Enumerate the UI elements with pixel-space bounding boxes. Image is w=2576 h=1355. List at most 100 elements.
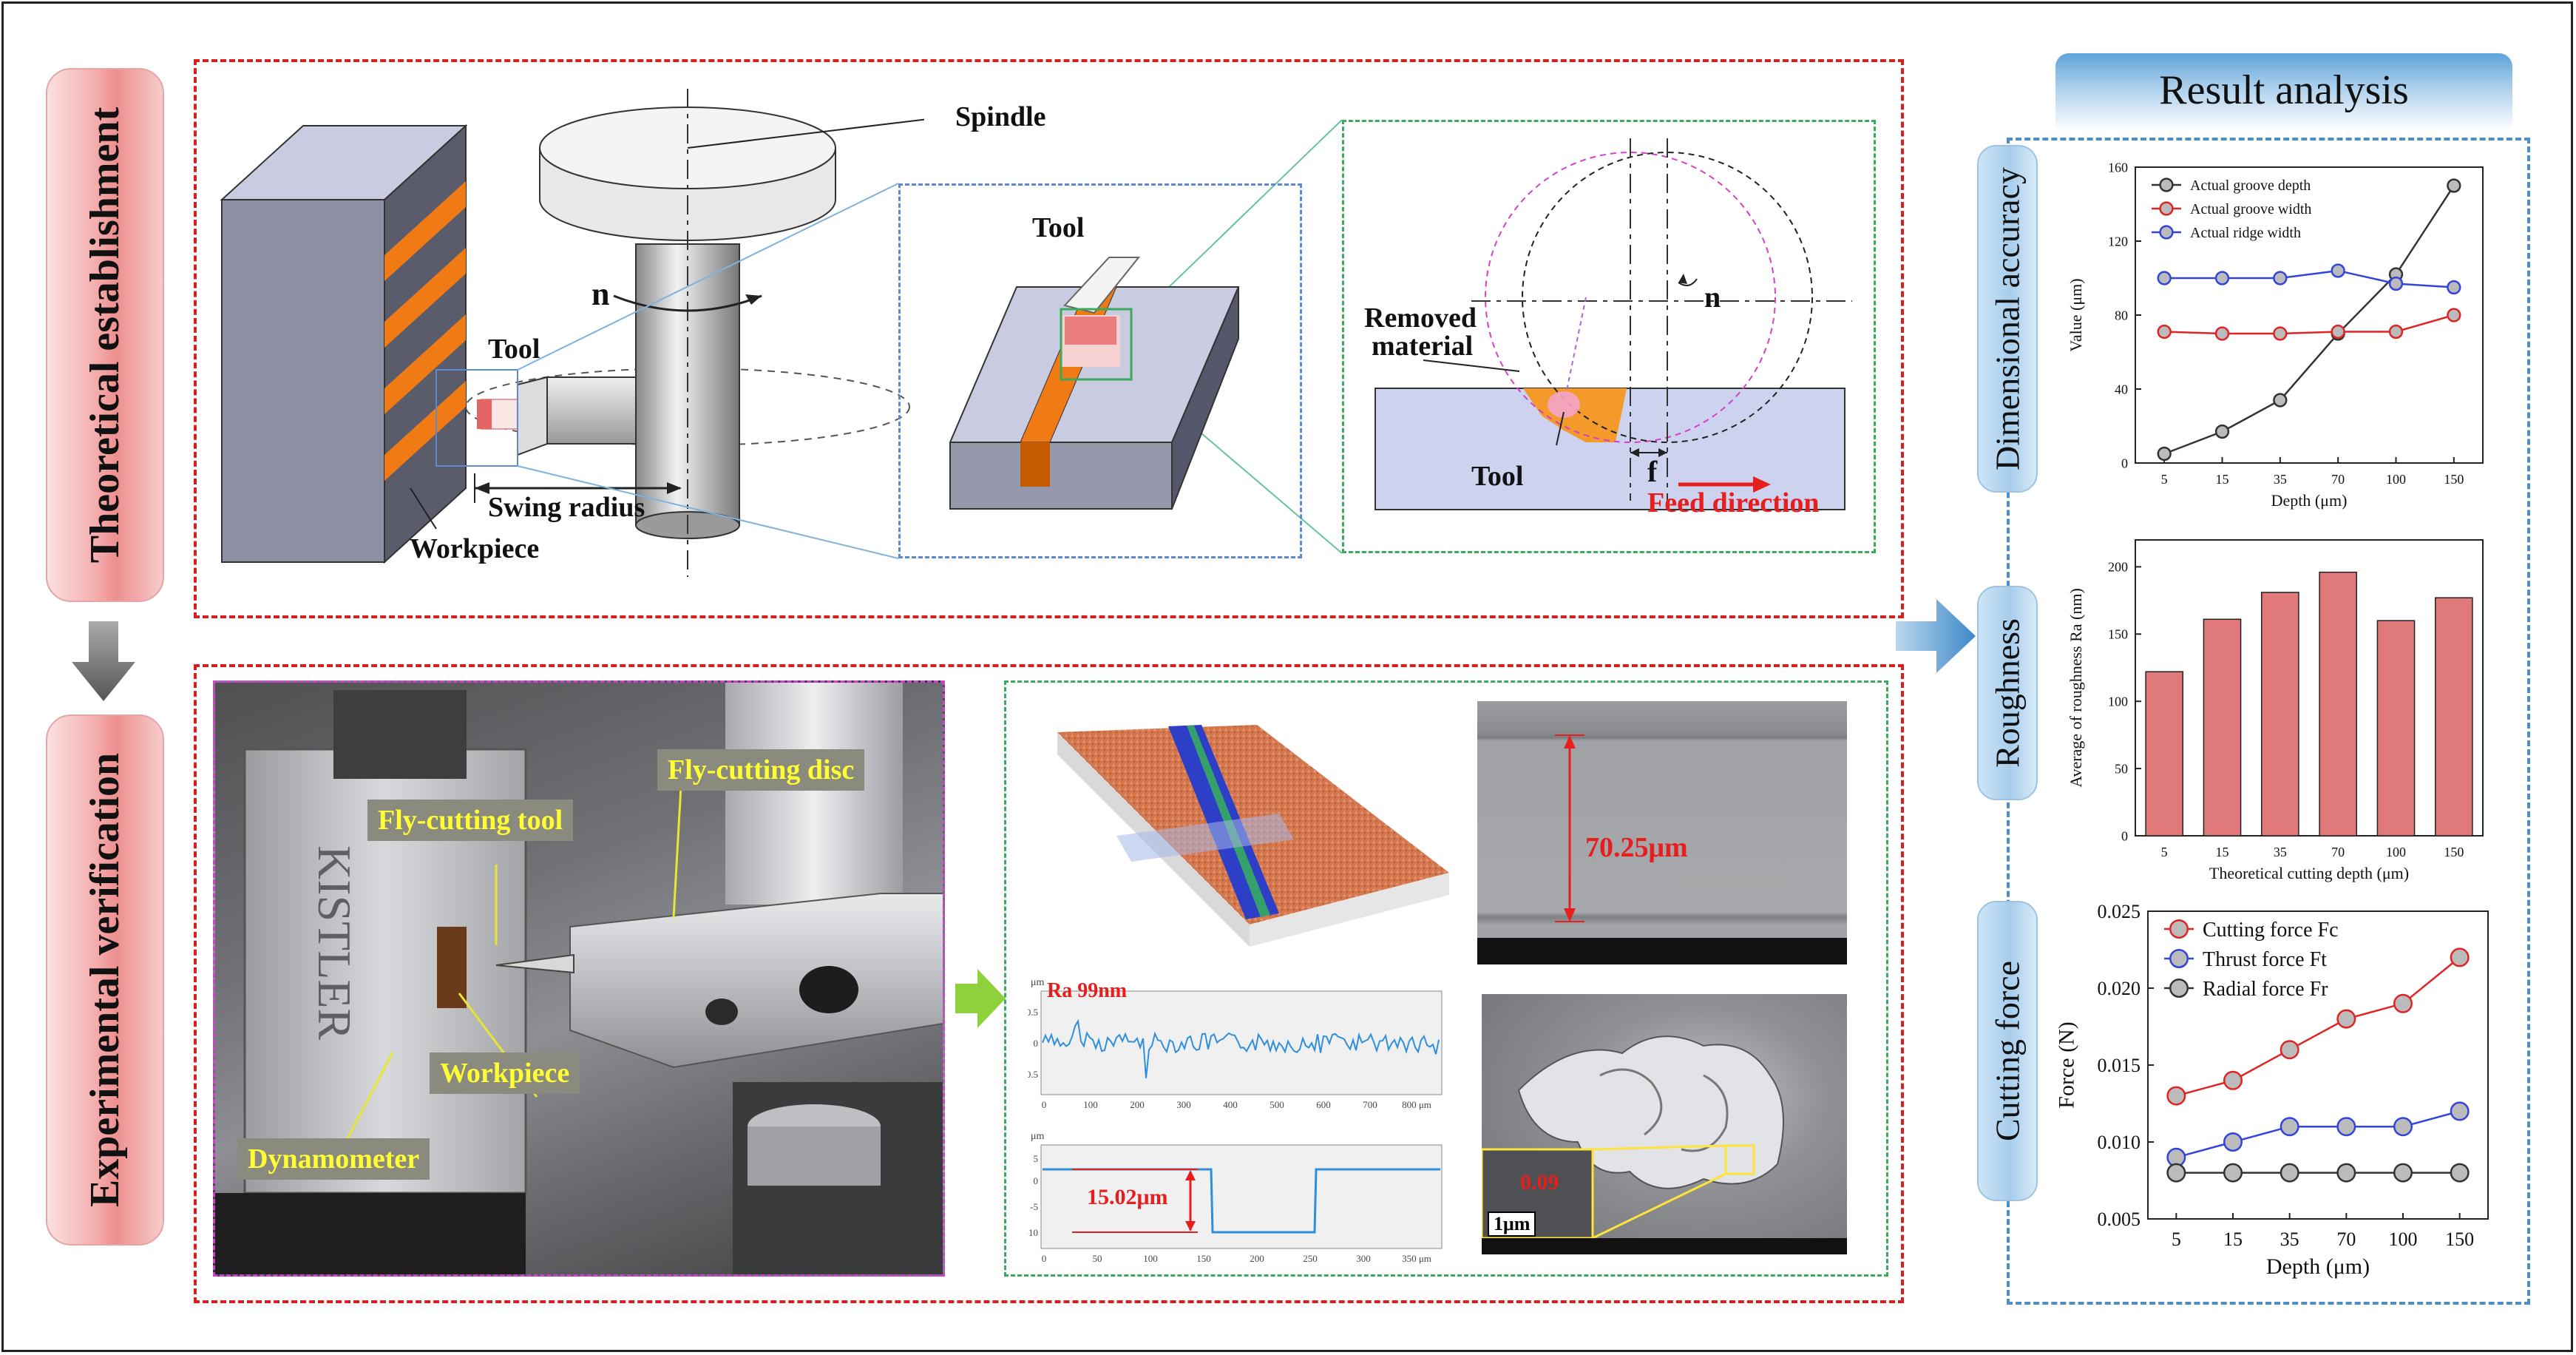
rotation-n-label: n — [592, 276, 610, 312]
x-tick-label: 70 — [2331, 472, 2345, 487]
bar — [2376, 620, 2416, 837]
x-tick-label: 150 — [2444, 472, 2464, 487]
x-tick-label: 5 — [2172, 1229, 2181, 1250]
result-header: Result analysis — [2055, 53, 2512, 130]
data-point — [2273, 393, 2288, 408]
data-point — [2393, 993, 2413, 1013]
material-label: material — [1372, 331, 1474, 362]
y-axis-label: Value (μm) — [2067, 278, 2085, 351]
data-point — [2336, 1117, 2356, 1137]
y-tick-label: 200 — [2108, 560, 2128, 575]
sem-groove-image: 70.25μm — [1477, 701, 1847, 964]
data-point — [2447, 308, 2461, 322]
ra-x-tick: 400 — [1223, 1099, 1238, 1110]
data-point — [2223, 1132, 2243, 1152]
result-header-label: Result analysis — [2159, 67, 2409, 113]
plot-frame — [2135, 539, 2484, 837]
series-line — [2164, 269, 2454, 288]
experiment-section-tag: Experimental verification — [46, 714, 164, 1246]
ra-x-tick: 500 — [1270, 1099, 1284, 1110]
data-point — [2157, 446, 2172, 462]
dimensional-accuracy-label: Dimensional accuracy — [1988, 167, 2027, 470]
x-axis-label: Theoretical cutting depth (μm) — [2209, 864, 2409, 882]
ra-x-tick: 800 μm — [1402, 1099, 1431, 1110]
workpiece-photo-label: Workpiece — [430, 1052, 580, 1094]
depth-y-tick: 0 — [1034, 1175, 1039, 1186]
experiment-photo: KISTLER Fly-cutting disc Fly-cutting too… — [213, 680, 945, 1277]
depth-x-tick: 0 — [1042, 1253, 1047, 1264]
x-tick-label: 35 — [2274, 472, 2287, 487]
legend-entry: Radial force Fr — [2203, 978, 2328, 1001]
bar — [2261, 592, 2299, 837]
bar — [2435, 597, 2473, 837]
depth-x-tick: 150 — [1196, 1253, 1211, 1264]
chip-illustration — [1480, 1035, 1847, 1254]
depth-x-tick: 250 — [1303, 1253, 1318, 1264]
y-tick-label: 0.005 — [2098, 1209, 2141, 1230]
legend-marker — [2159, 178, 2174, 192]
ra-x-tick: 0 — [1042, 1099, 1047, 1110]
cutting-geometry-box — [1342, 120, 1876, 553]
rotation-n2-label: n — [1704, 280, 1721, 314]
x-tick-label: 70 — [2331, 845, 2345, 859]
depth-x-tick: 300 — [1356, 1253, 1371, 1264]
y-axis-label: Average of roughness Ra (nm) — [2067, 588, 2085, 788]
y-tick-label: 0.020 — [2098, 978, 2141, 999]
feed-direction-label: Feed direction — [1647, 487, 1820, 518]
cutting-force-tag: Cutting force — [1977, 901, 2038, 1201]
legend-marker — [2159, 225, 2174, 240]
x-tick-label: 150 — [2444, 845, 2464, 859]
y-tick-label: 50 — [2115, 761, 2128, 776]
data-point — [2166, 1086, 2186, 1106]
data-point — [2280, 1117, 2299, 1137]
series-line — [2176, 956, 2461, 1097]
spindle-label: Spindle — [955, 101, 1046, 132]
ra-axis-unit: μm — [1031, 977, 1045, 988]
data-point — [2273, 271, 2288, 285]
scale-bar-label: 1μm — [1488, 1212, 1536, 1237]
tool-label: Tool — [488, 334, 540, 365]
feed-f-label: f — [1647, 455, 1658, 488]
dynamometer-label: Dynamometer — [237, 1138, 430, 1180]
depth-x-tick: 350 μm — [1402, 1253, 1431, 1264]
roughness-label: Roughness — [1988, 618, 2027, 768]
y-tick-label: 0.015 — [2098, 1055, 2141, 1076]
x-tick-label: 5 — [2161, 845, 2168, 859]
ra-y-tick: 0.5 — [1028, 1007, 1038, 1018]
y-tick-label: 40 — [2115, 382, 2128, 396]
data-point — [2393, 1117, 2413, 1137]
x-tick-label: 15 — [2216, 845, 2229, 859]
depth-y-tick: -5 — [1030, 1201, 1038, 1212]
data-point — [2280, 1163, 2299, 1183]
legend-entry: Cutting force Fc — [2203, 919, 2339, 942]
x-tick-label: 5 — [2161, 472, 2168, 487]
x-tick-label: 70 — [2336, 1229, 2356, 1250]
depth-y-tick: 5 — [1034, 1153, 1039, 1164]
series-line — [2176, 1110, 2460, 1159]
depth-axis-unit: μm — [1031, 1131, 1045, 1142]
legend-entry: Actual groove depth — [2190, 178, 2311, 194]
x-tick-label: 15 — [2223, 1229, 2243, 1250]
x-tick-label: 150 — [2445, 1229, 2474, 1250]
down-arrow-icon — [72, 621, 135, 701]
dimensional-accuracy-tag: Dimensional accuracy — [1977, 145, 2038, 493]
bar — [2203, 618, 2242, 837]
x-tick-label: 35 — [2280, 1229, 2299, 1250]
transition-arrow-icon — [1896, 599, 1976, 673]
data-point — [2447, 280, 2461, 295]
data-point — [2450, 947, 2470, 967]
legend-marker — [2169, 948, 2189, 969]
data-point — [2450, 1163, 2470, 1183]
groove-closeup-diagram — [949, 257, 1240, 510]
groove-closeup-box — [898, 183, 1302, 558]
y-tick-label: 100 — [2108, 694, 2128, 709]
y-tick-label: 80 — [2115, 308, 2128, 322]
x-tick-label: 35 — [2274, 845, 2287, 859]
x-tick-label: 100 — [2386, 845, 2406, 859]
data-point — [2166, 1163, 2186, 1183]
tool-geometry-label: Tool — [1471, 461, 1524, 492]
workpiece-block — [220, 124, 468, 564]
theory-panel — [194, 59, 1904, 618]
